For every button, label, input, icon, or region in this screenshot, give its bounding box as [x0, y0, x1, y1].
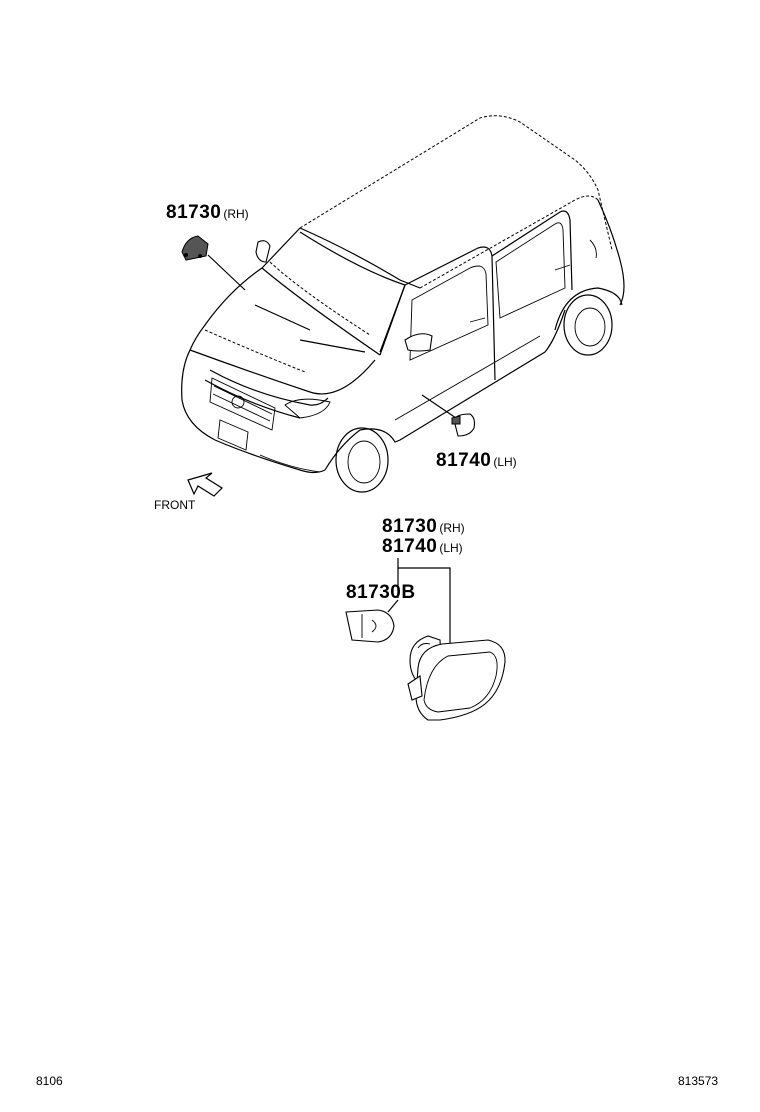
callout-81730-rh-detail: 81730(RH) [382, 516, 465, 538]
side-marker-lh-small [451, 413, 476, 437]
side-marker-lamp-detail [407, 635, 506, 721]
side-marker-rh-small [181, 235, 209, 261]
part-number: 81730B [346, 582, 416, 603]
part-number: 81740 [382, 536, 438, 557]
callout-81730-rh-top: 81730(RH) [166, 202, 249, 224]
part-number: 81740 [436, 450, 492, 471]
bulb-81730b [345, 599, 399, 643]
side-designation: (RH) [439, 521, 465, 535]
footer-left-code: 8106 [36, 1074, 63, 1088]
leader-line-lh [421, 394, 457, 419]
side-designation: (LH) [493, 455, 517, 469]
callout-81740-lh-side: 81740(LH) [436, 450, 517, 472]
part-number: 81730 [166, 202, 222, 223]
part-number: 81730 [382, 516, 438, 537]
front-label: FRONT [154, 498, 196, 512]
front-arrow-icon [187, 472, 223, 497]
side-designation: (LH) [439, 541, 463, 555]
vehicle-body [181, 115, 625, 493]
leader-line-rh [207, 254, 246, 291]
footer-right-code: 813573 [678, 1074, 719, 1088]
callout-81740-lh-detail: 81740(LH) [382, 536, 463, 558]
detail-bracket [397, 558, 451, 648]
side-designation: (RH) [223, 207, 249, 221]
callout-81730b-bulb: 81730B [346, 582, 416, 604]
